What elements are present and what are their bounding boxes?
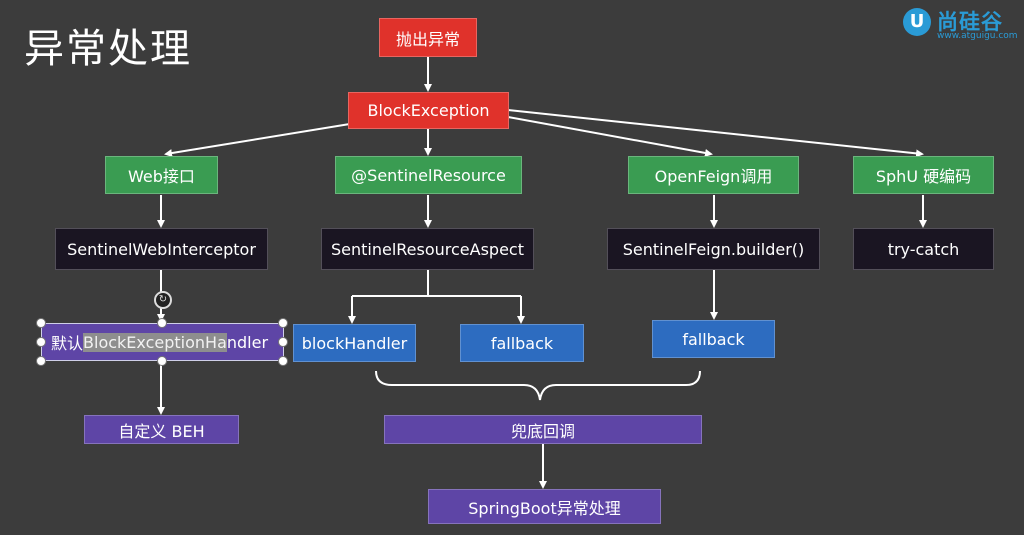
resize-handle-right[interactable] <box>278 337 288 347</box>
fallback-brace <box>375 370 701 401</box>
node-custom-beh: 自定义 BEH <box>84 415 239 444</box>
logo-url: www.atguigu.com <box>937 31 1018 41</box>
resize-handle-left[interactable] <box>36 337 46 347</box>
resize-handle-bottom[interactable] <box>157 356 167 366</box>
default-beh-highlight: BlockExceptionHa <box>83 332 227 352</box>
logo-name: 尚硅谷 <box>937 10 1003 34</box>
default-beh-suffix: ndler <box>226 332 269 352</box>
logo-mark-icon: U <box>903 8 931 36</box>
resize-handle-top[interactable] <box>157 318 167 328</box>
node-sentinel-resource-aspect: SentinelResourceAspect <box>321 228 534 270</box>
node-sphu: SphU 硬编码 <box>853 156 994 194</box>
brand-logo: U 尚硅谷 www.atguigu.com <box>903 6 1021 42</box>
rotate-handle-icon[interactable]: ↻ <box>154 291 172 309</box>
node-web-interface: Web接口 <box>105 156 218 194</box>
arrow-be-to-sphu <box>507 109 924 158</box>
node-block-handler: blockHandler <box>293 324 416 362</box>
node-fallback-feign: fallback <box>652 320 775 358</box>
resize-handle-bottom-left[interactable] <box>36 356 46 366</box>
node-fallback-callback: 兜底回调 <box>384 415 702 444</box>
resize-handle-top-left[interactable] <box>36 318 46 328</box>
resize-handle-bottom-right[interactable] <box>278 356 288 366</box>
resize-handle-top-right[interactable] <box>278 318 288 328</box>
node-springboot-exception: SpringBoot异常处理 <box>428 489 661 524</box>
arrow-aspect-fork <box>352 270 521 297</box>
node-sentinel-web-interceptor: SentinelWebInterceptor <box>55 228 268 270</box>
arrow-be-to-openfeign <box>507 116 713 157</box>
node-block-exception: BlockException <box>348 92 509 129</box>
node-sentinel-resource: @SentinelResource <box>335 156 522 194</box>
node-throw-exception: 抛出异常 <box>379 18 477 57</box>
node-sentinel-feign-builder: SentinelFeign.builder() <box>607 228 820 270</box>
default-beh-prefix: 默认 <box>51 334 84 353</box>
node-openfeign: OpenFeign调用 <box>628 156 799 194</box>
page-title: 异常处理 <box>24 26 192 72</box>
arrow-be-to-web <box>164 121 363 157</box>
node-try-catch: try-catch <box>853 228 994 270</box>
node-fallback-resource: fallback <box>460 324 584 362</box>
